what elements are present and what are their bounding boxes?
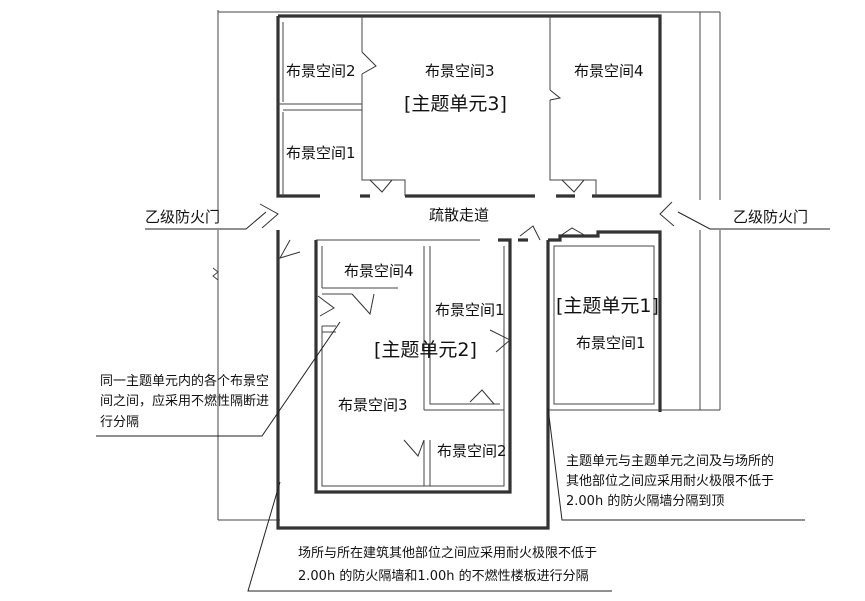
note-bottom-line-1: 场所与所在建筑其他部位之间应采用耐火极限不低于	[298, 545, 597, 561]
note-left-line-1: 同一主题单元内的各个布景空	[100, 373, 269, 389]
unit1-label: [主题单元1]	[556, 295, 659, 317]
theme-unit-1	[553, 245, 655, 405]
unit3-label: [主题单元3]	[404, 93, 507, 115]
fire-door-right-leader	[677, 211, 830, 230]
building-outline	[212, 10, 721, 521]
unit2-space-3-label: 布景空间3	[338, 396, 408, 414]
fire-door-left-label: 乙级防火门	[145, 208, 220, 226]
theme-unit-3	[276, 14, 662, 198]
unit2-space-1-label: 布景空间1	[435, 301, 505, 319]
corridor-label: 疏散走道	[429, 206, 489, 224]
note-right-line-3: 2.00h 的防火隔墙分隔到顶	[566, 493, 724, 509]
unit3-space-1-label: 布景空间1	[286, 144, 356, 162]
unit1-space-1-label: 布景空间1	[576, 334, 646, 352]
note-right-leader	[547, 407, 805, 521]
unit2-space-2-label: 布景空间2	[437, 442, 507, 460]
fire-door-right-label: 乙级防火门	[733, 208, 808, 226]
note-right-line-1: 主题单元与主题单元之间及与场所的	[566, 453, 774, 469]
unit3-space-2-label: 布景空间2	[286, 62, 356, 80]
note-left-line-3: 行分隔	[100, 415, 139, 430]
evacuation-corridor	[259, 201, 675, 530]
note-bottom-leader	[247, 481, 612, 592]
unit3-space-3-label: 布景空间3	[425, 62, 495, 80]
unit2-space-4-label: 布景空间4	[344, 262, 414, 280]
note-left-line-2: 间之间，应采用不燃性隔断进	[100, 393, 269, 409]
theme-unit-2	[278, 238, 512, 494]
fire-door-left-leader	[145, 211, 267, 230]
unit2-label: [主题单元2]	[374, 339, 477, 361]
unit3-space-4-label: 布景空间4	[574, 62, 644, 80]
note-bottom-line-2: 2.00h 的防火隔墙和1.00h 的不燃性楼板进行分隔	[298, 568, 589, 584]
note-left-leader	[96, 321, 341, 437]
note-right-line-2: 其他部位之间应采用耐火极限不低于	[566, 473, 774, 489]
